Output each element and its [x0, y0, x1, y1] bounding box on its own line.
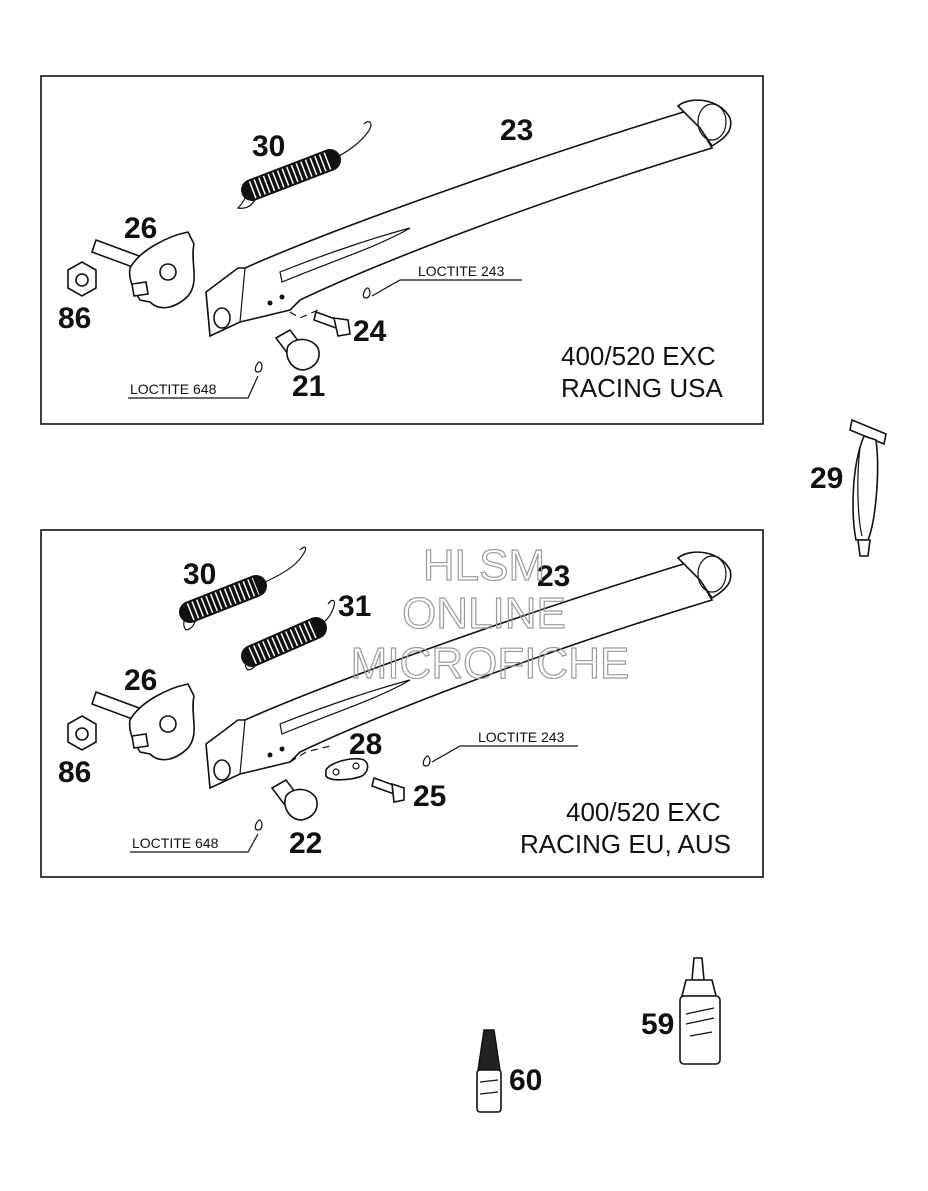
panel-caption: 400/520 EXC	[561, 341, 716, 371]
callout-pivot: 26	[124, 664, 157, 697]
watermark: HLSM ONLINE MICROFICHE	[350, 540, 630, 688]
panel-frame	[40, 529, 764, 878]
panel-racing-usa: 30 23 26 86 24 21 LOCTITE 243 LOCTITE 64…	[40, 75, 764, 425]
bolt-part[interactable]	[371, 776, 405, 803]
loctite-label: LOCTITE 243	[418, 263, 505, 279]
callout-stand: 23	[500, 114, 533, 147]
nut-part[interactable]	[67, 715, 97, 751]
callout-spring: 30	[183, 558, 216, 591]
watermark-line: ONLINE	[402, 589, 566, 638]
callout-bolt: 25	[413, 780, 446, 813]
callout-bolt: 24	[353, 315, 387, 348]
watermark-line: HLSM	[423, 541, 545, 590]
loctite-label: LOCTITE 648	[130, 381, 217, 397]
stud-part[interactable]	[270, 778, 318, 821]
pivot-part[interactable]	[90, 683, 195, 761]
callout-spring: 31	[338, 590, 371, 623]
callout-tool: 29	[810, 462, 843, 495]
callout-nut: 86	[58, 756, 91, 789]
callout-stud: 22	[289, 827, 322, 860]
callout-spring: 30	[252, 130, 285, 163]
callout-nut: 86	[58, 302, 91, 335]
callout-stand: 23	[537, 560, 570, 593]
panel-caption: 400/520 EXC	[566, 797, 721, 827]
callout-stud: 21	[292, 370, 325, 403]
stud-part[interactable]	[274, 328, 320, 371]
side-stand-part[interactable]	[205, 551, 732, 790]
tube-part[interactable]	[476, 1029, 502, 1113]
spring-part[interactable]	[179, 546, 307, 631]
callout-bottle: 59	[641, 1008, 674, 1041]
droplet-icon	[254, 361, 263, 373]
loctite-bottle-part[interactable]	[679, 957, 721, 1065]
droplet-icon	[362, 287, 371, 299]
pivot-part[interactable]	[90, 231, 195, 309]
tool-part[interactable]	[849, 418, 887, 557]
panel-racing-eu-aus: 30 31 23 26 86 28 25 22 LOCTITE 243 LOCT…	[40, 529, 764, 878]
nut-part[interactable]	[67, 261, 97, 297]
bolt-part[interactable]	[313, 310, 351, 337]
spring-part[interactable]	[241, 599, 336, 671]
panel-caption: RACING EU, AUS	[520, 829, 731, 859]
callout-tube: 60	[509, 1064, 542, 1097]
side-stand-part[interactable]	[205, 99, 732, 338]
loctite-label: LOCTITE 648	[132, 835, 219, 851]
watermark-line: MICROFICHE	[351, 639, 630, 688]
spring-part[interactable]	[236, 120, 372, 209]
loctite-label: LOCTITE 243	[478, 729, 565, 745]
panel-caption: RACING USA	[561, 373, 723, 403]
callout-pivot: 26	[124, 212, 157, 245]
panel-frame	[40, 75, 764, 425]
droplet-icon	[254, 819, 263, 831]
bracket-part[interactable]	[325, 757, 369, 781]
callout-bracket: 28	[349, 728, 382, 761]
droplet-icon	[422, 755, 431, 767]
